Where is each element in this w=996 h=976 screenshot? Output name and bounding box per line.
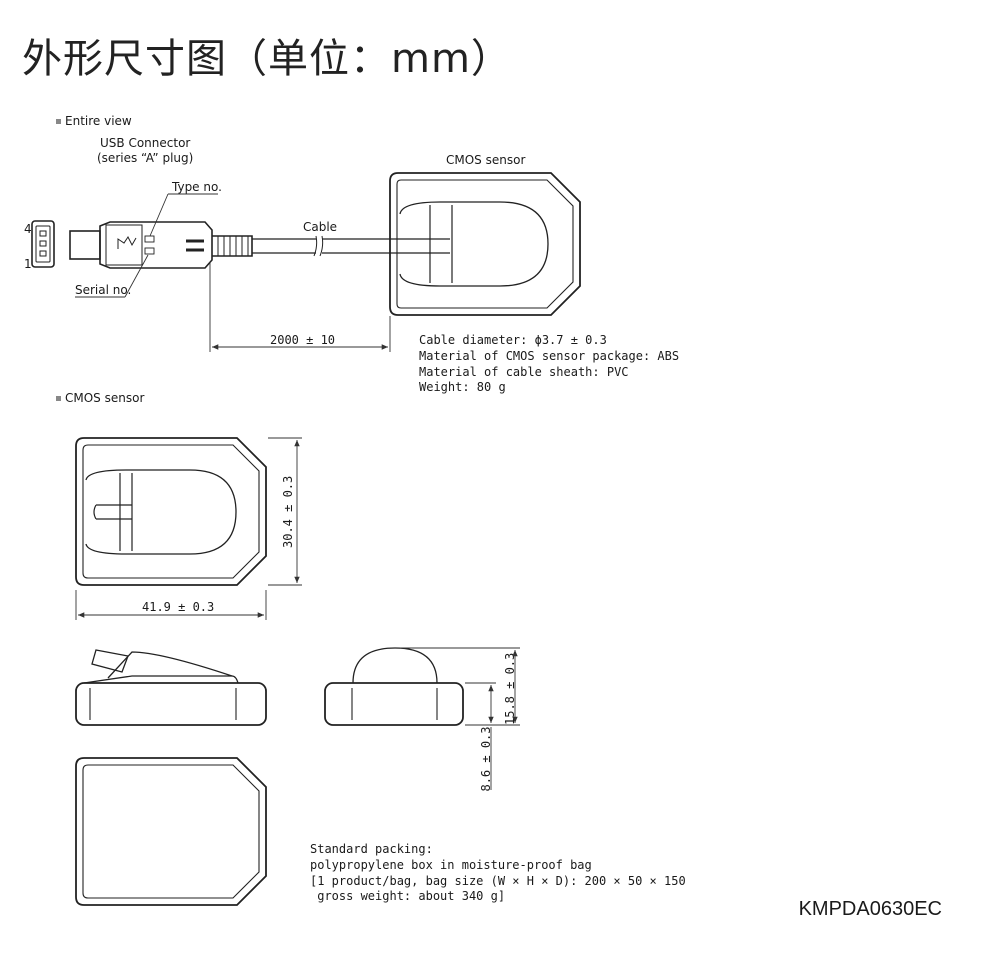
sensor-front-view [324,647,464,726]
spec-line: Weight: 80 g [419,380,506,394]
section-cmos-sensor-label: CMOS sensor [65,391,145,405]
usb-plug-type-label: (series “A” plug) [97,151,194,165]
document-code: KMPDA0630EC [798,898,942,920]
type-no-label: Type no. [172,180,222,194]
sensor-side-view [75,649,267,726]
cable-label: Cable [303,220,338,234]
sensor-back-view [75,757,267,906]
bullet-icon [56,119,61,124]
packing-line: Standard packing: [310,842,433,856]
usb-plug [69,221,253,269]
section-entire-view: Entire view [56,114,132,128]
sensor-top-view [75,437,267,586]
usb-connector-label: USB Connector [100,136,191,150]
section-cmos-sensor: CMOS sensor [56,391,144,405]
cmos-sensor-label: CMOS sensor [446,153,526,167]
width-dimension: 41.9 ± 0.3 [142,600,215,614]
bullet-icon [56,396,61,401]
leader-lines [75,193,218,298]
spec-line: Material of CMOS sensor package: ABS [419,349,680,363]
cable [252,235,450,257]
pin-1-label: 1 [24,257,32,271]
page-title: 外形尺寸图（单位：mm） [22,36,512,82]
serial-no-label: Serial no. [75,283,132,297]
usb-end-view [31,220,55,268]
packing-line: [1 product/bag, bag size (W × H × D): 20… [310,874,686,888]
section-entire-view-label: Entire view [65,114,132,128]
sensor-dimension-lines [75,437,302,620]
spec-line: Material of cable sheath: PVC [419,365,629,379]
spec-line: Cable diameter: ϕ3.7 ± 0.3 [419,333,607,347]
sensor-entire-view [389,172,581,316]
packing-line: polypropylene box in moisture-proof bag [310,858,592,872]
thickness-dimension-lines [400,647,520,790]
cable-length-dimension: 2000 ± 10 [270,333,336,347]
cable-dimension-line [209,262,391,352]
pin-4-label: 4 [24,222,32,236]
packing-line: gross weight: about 340 g] [310,889,506,903]
